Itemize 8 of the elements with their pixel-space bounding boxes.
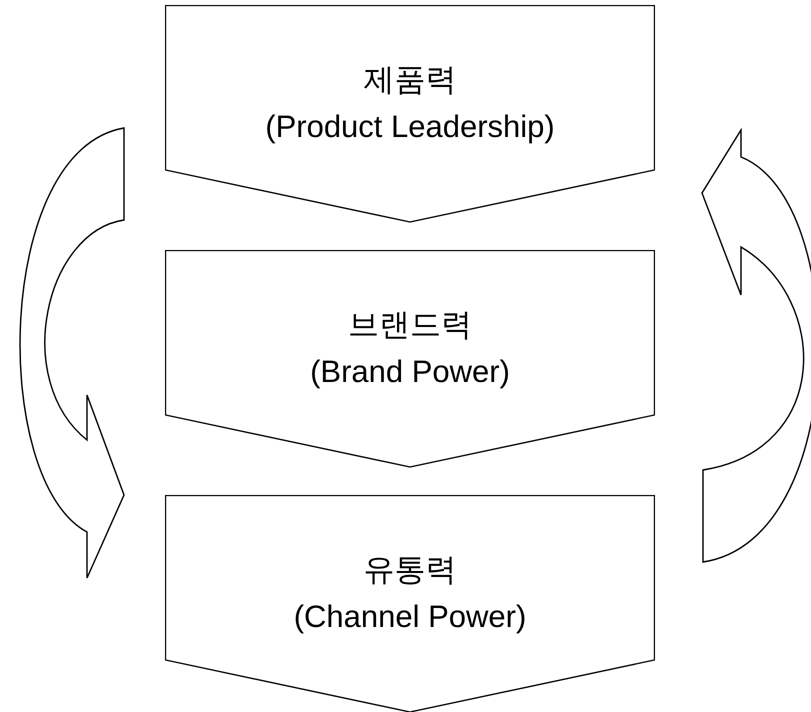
box-title: 제품력 xyxy=(362,61,458,99)
curved-block-arrow xyxy=(20,127,125,579)
curved-block-arrow xyxy=(701,129,811,563)
box-subtitle: (Product Leadership) xyxy=(264,109,556,145)
box-title: 브랜드력 xyxy=(347,306,473,344)
box-subtitle: (Brand Power) xyxy=(309,354,511,390)
box-title: 유통력 xyxy=(362,551,458,589)
box-subtitle: (Channel Power) xyxy=(292,599,528,635)
